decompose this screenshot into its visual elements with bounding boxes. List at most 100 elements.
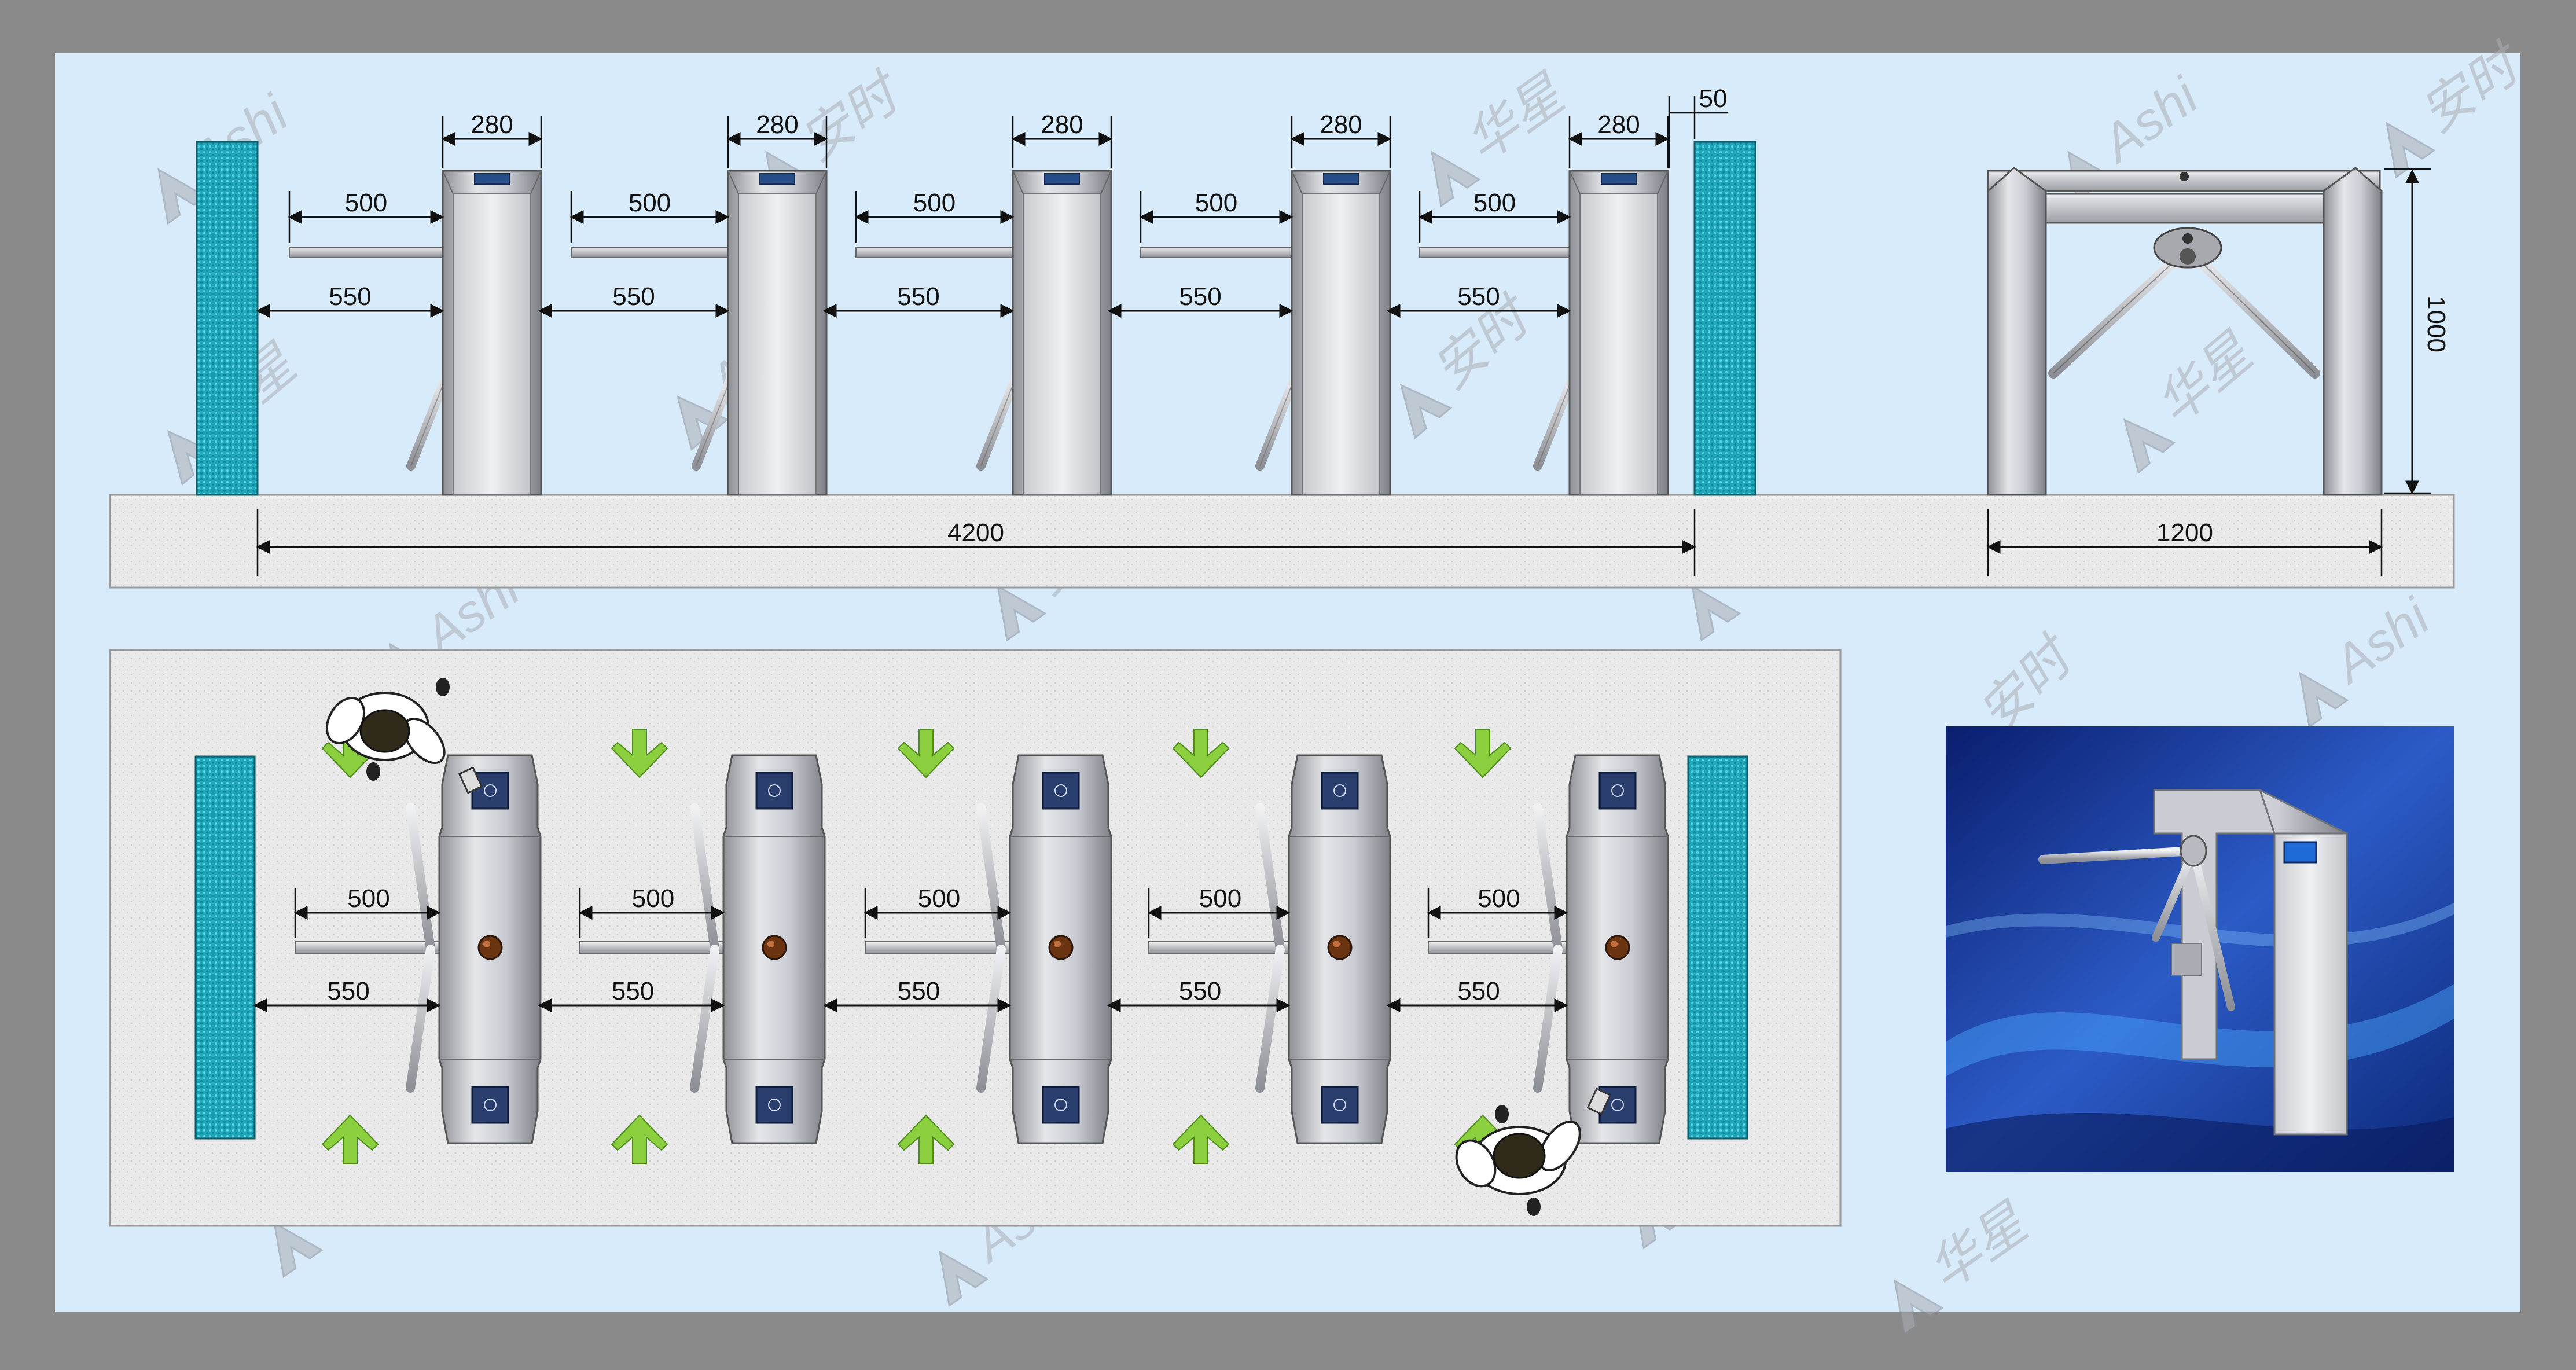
direction-arrow-down [1454, 729, 1512, 778]
plan-arm-upper [1533, 803, 1563, 954]
lane-width-label: 280 [1597, 111, 1640, 139]
front-reader-window [474, 173, 510, 185]
plan-arm-gap-label: 500 [918, 884, 960, 913]
plan-arm-upper [406, 803, 435, 954]
plan-card-reader-top [755, 772, 793, 810]
plan-arm-lower [406, 945, 435, 1093]
plan-card-reader-top [1598, 772, 1637, 810]
clear-gap-label: 550 [897, 282, 939, 311]
watermark-logo-icon [2123, 418, 2176, 475]
plan-arm-lower [976, 945, 1006, 1093]
front-reader-window [1044, 173, 1080, 185]
plan-right-wall [1687, 755, 1748, 1140]
plan-arm-upper [690, 803, 719, 954]
arm-gap-label: 500 [629, 189, 671, 217]
plan-status-light [1327, 935, 1353, 960]
plan-card-reader-bottom [1042, 1086, 1080, 1124]
side-height-label: 1000 [2422, 296, 2450, 352]
plan-card-reader-bottom [1321, 1086, 1359, 1124]
plan-clear-gap-label: 550 [1179, 977, 1221, 1005]
arm-gap-label: 500 [1473, 189, 1516, 217]
watermark-logo-icon [157, 168, 208, 225]
plan-turnstile-unit [865, 754, 1112, 1144]
clear-gap-label: 550 [612, 282, 655, 311]
side-left-post [1987, 167, 2047, 496]
front-turnstile-unit [571, 170, 828, 496]
photo-arm-3 [2189, 847, 2235, 1011]
plan-arm-horizontal [295, 941, 443, 954]
front-arm-horizontal [855, 247, 1013, 258]
front-reader-window [759, 173, 795, 185]
clear-gap-label: 550 [329, 282, 371, 311]
plan-arm-upper [1255, 803, 1285, 954]
plan-card-reader-bottom [755, 1086, 793, 1124]
plan-arm-gap-label: 500 [1478, 884, 1520, 913]
plan-clear-gap-label: 550 [612, 977, 654, 1005]
plan-arm-lower [690, 945, 719, 1093]
front-floor-slab [109, 494, 2455, 589]
front-arm-horizontal [571, 247, 729, 258]
direction-arrow-up [321, 1114, 379, 1164]
plan-clear-gap-label: 550 [898, 977, 940, 1005]
product-photo [1946, 726, 2454, 1172]
arm-gap-label: 500 [913, 189, 956, 217]
plan-status-light [1048, 935, 1074, 960]
watermark-logo-icon [2299, 671, 2349, 729]
side-screw [2180, 172, 2189, 181]
plan-arm-lower [1533, 945, 1563, 1093]
plan-status-light [762, 935, 787, 960]
plan-status-light [477, 935, 503, 960]
card-reader-hand-bottom [1586, 1088, 1612, 1115]
right-wall-panel [1693, 141, 1756, 496]
plan-arm-upper [976, 803, 1006, 954]
photo-card-reader [2283, 841, 2317, 864]
plan-arm-horizontal [1428, 941, 1570, 954]
front-reader-window [1323, 173, 1359, 185]
lane-width-label: 280 [471, 111, 513, 139]
direction-arrow-up [1172, 1114, 1230, 1164]
plan-left-wall [194, 755, 256, 1140]
front-turnstile-unit [855, 170, 1112, 496]
card-reader-hand-top [458, 766, 483, 794]
watermark-logo-icon [1399, 383, 1453, 440]
left-wall-panel [196, 141, 259, 496]
direction-arrow-down [897, 729, 955, 778]
lane-width-label: 280 [1041, 111, 1083, 139]
front-arm-horizontal [1140, 247, 1292, 258]
person-top-figure [325, 678, 450, 781]
plan-turnstile-unit [295, 754, 542, 1144]
side-right-post [2323, 167, 2383, 496]
photo-arm-1 [2038, 846, 2198, 864]
plan-arm-horizontal [579, 941, 727, 954]
wall-gap-label: 50 [1699, 85, 1728, 113]
plan-arm-horizontal [1148, 941, 1292, 954]
plan-arm-lower [1255, 945, 1285, 1093]
person-bottom-figure [1455, 1105, 1581, 1216]
front-arm-horizontal [289, 247, 443, 258]
plan-arm-gap-label: 500 [632, 884, 674, 913]
watermark-logo-icon [1894, 1279, 1944, 1336]
plan-status-light [1605, 935, 1630, 960]
front-arm-horizontal [1419, 247, 1570, 258]
direction-arrow-down [1172, 729, 1230, 778]
lane-width-label: 280 [756, 111, 798, 139]
side-rotor-hub [2153, 227, 2222, 269]
plan-clear-gap-label: 550 [1457, 977, 1500, 1005]
watermark-logo-icon [1431, 150, 1481, 208]
photo-arm-2 [2152, 847, 2197, 942]
side-crossbar [2013, 193, 2328, 224]
direction-arrow-down [611, 729, 668, 778]
plan-turnstile-unit [579, 754, 826, 1144]
direction-arrow-up [611, 1114, 668, 1164]
plan-card-reader-top [1321, 772, 1359, 810]
plan-arm-gap-label: 500 [347, 884, 389, 913]
plan-turnstile-unit [1428, 754, 1669, 1144]
plan-clear-gap-label: 550 [327, 977, 369, 1005]
plan-card-reader-top [1042, 772, 1080, 810]
front-reader-window [1601, 173, 1637, 185]
watermark-logo-icon [939, 1250, 989, 1307]
